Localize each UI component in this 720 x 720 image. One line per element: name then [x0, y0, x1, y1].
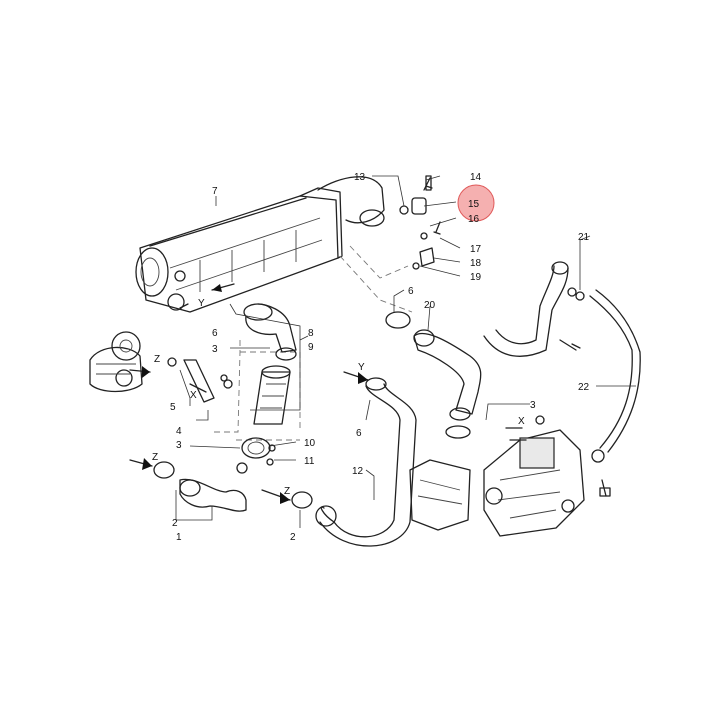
view-marker-y: Y: [198, 298, 205, 309]
highlight-circle: [457, 184, 495, 222]
hose-part-12: [291, 377, 417, 547]
view-marker-x: X: [518, 416, 525, 427]
callout-3: 3: [530, 400, 536, 411]
callout-18: 18: [470, 258, 482, 269]
pipe-assembly-parts-8-9: [236, 303, 297, 474]
water-pump-left: [89, 331, 143, 393]
callout-9: 9: [308, 342, 314, 353]
callout-2: 2: [172, 518, 178, 529]
callout-17: 17: [470, 244, 482, 255]
callout-3: 3: [176, 440, 182, 451]
callout-8: 8: [308, 328, 314, 339]
callout-6: 6: [408, 286, 414, 297]
callout-14: 14: [470, 172, 482, 183]
view-marker-z: Z: [154, 354, 160, 365]
hose-part-1: [153, 461, 247, 512]
callout-7: 7: [212, 186, 218, 197]
callout-labels: 1 2 2 3 3 3 4 5 6 6 6 7 8 9 10 11 12 13 …: [170, 172, 590, 543]
view-marker-labels: Y Y X X Z Z Z: [152, 298, 525, 497]
hose-part-22: [589, 289, 641, 497]
view-marker-x: X: [190, 390, 197, 401]
view-marker-y: Y: [358, 362, 365, 373]
callout-11: 11: [304, 456, 315, 467]
callout-13: 13: [354, 172, 366, 183]
callout-15: 15: [468, 199, 480, 210]
engine-block-lower-right: [409, 415, 585, 537]
callout-21: 21: [578, 232, 590, 243]
sensor-assembly-parts-13-19: [399, 175, 441, 270]
callout-20: 20: [424, 300, 436, 311]
callout-10: 10: [304, 438, 316, 449]
callout-3: 3: [212, 344, 218, 355]
callout-2: 2: [290, 532, 296, 543]
callout-19: 19: [470, 272, 482, 283]
callout-5: 5: [170, 402, 176, 413]
callout-22: 22: [578, 382, 590, 393]
view-marker-z: Z: [284, 486, 290, 497]
view-arrows: [129, 283, 527, 504]
callout-16: 16: [468, 214, 480, 225]
heat-exchanger-part-7: [135, 176, 385, 313]
hose-part-20: [385, 311, 482, 439]
callout-1: 1: [176, 532, 182, 543]
callout-12: 12: [352, 466, 364, 477]
leader-lines: [175, 175, 636, 528]
pipe-part-21: [483, 261, 585, 357]
view-marker-z: Z: [152, 452, 158, 463]
callout-6: 6: [212, 328, 218, 339]
bracket-parts-4-5: [167, 357, 233, 403]
callout-4: 4: [176, 426, 182, 437]
callout-6: 6: [356, 428, 362, 439]
